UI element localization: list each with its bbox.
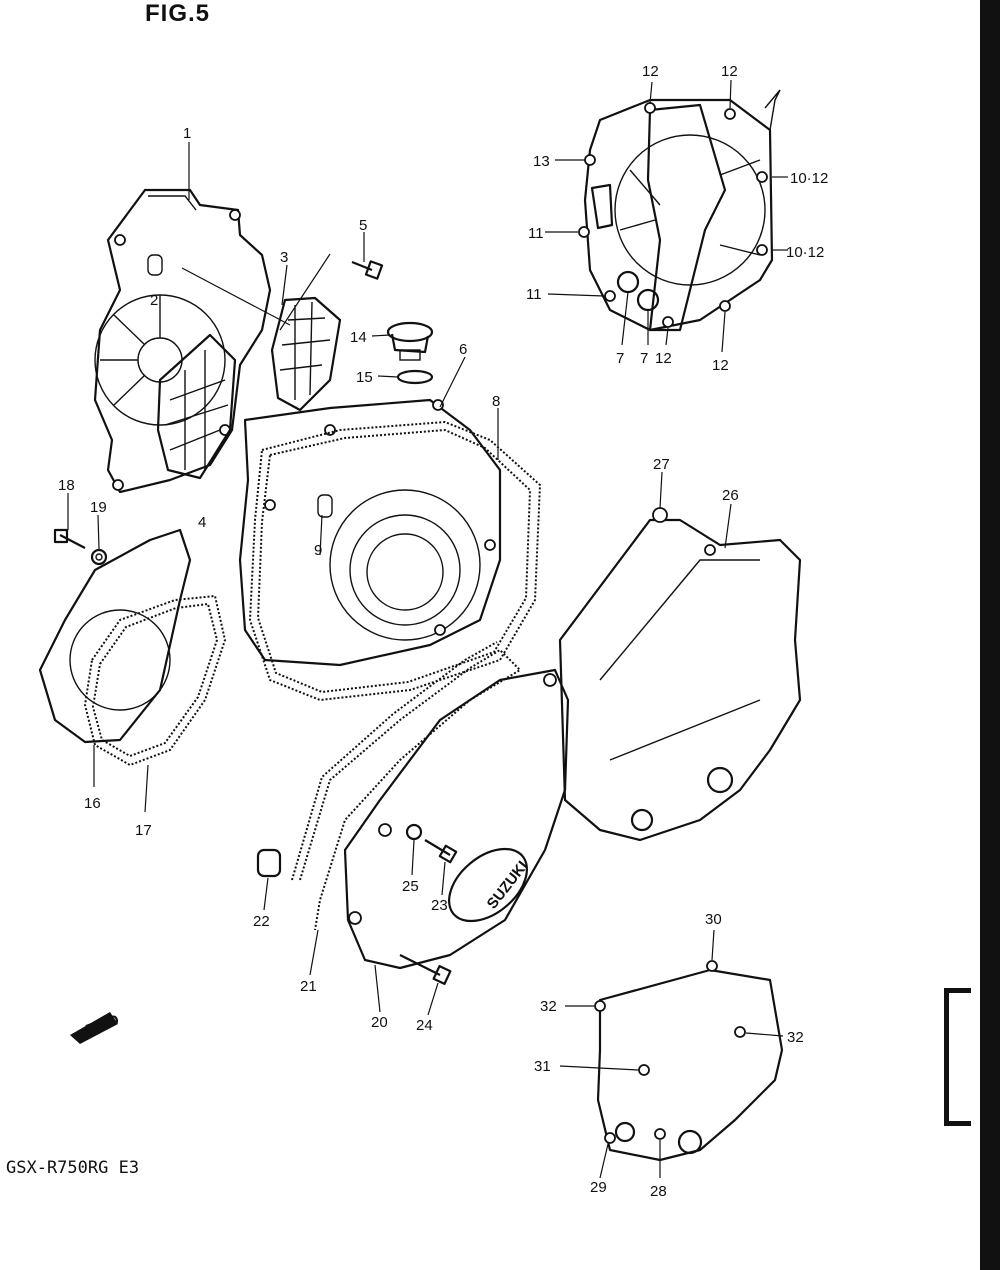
part-8-gasket bbox=[248, 420, 542, 702]
model-code: GSX-R750RG E3 bbox=[6, 1158, 140, 1178]
callout-6: 6 bbox=[459, 341, 467, 358]
callout-10-12-a: 10·12 bbox=[790, 170, 828, 187]
callout-23: 23 bbox=[431, 897, 448, 914]
callout-15: 15 bbox=[356, 369, 373, 386]
callout-12-b: 12 bbox=[721, 63, 738, 80]
part-18-bolt bbox=[53, 528, 86, 549]
callout-29: 29 bbox=[590, 1179, 607, 1196]
callout-24: 24 bbox=[416, 1017, 433, 1034]
part-6-clutch-cover bbox=[238, 398, 502, 667]
callout-5: 5 bbox=[359, 217, 367, 234]
callout-labels: 1 2 3 4 5 6 7 7 8 9 10·12 10·12 11 11 12… bbox=[58, 63, 828, 1200]
lower-guard-plate bbox=[594, 960, 784, 1162]
fwd-arrow: FWD bbox=[70, 1011, 122, 1044]
leader-lines bbox=[67, 79, 788, 1179]
callout-2: 2 bbox=[150, 292, 158, 309]
callout-32-a: 32 bbox=[540, 998, 557, 1015]
part-1-sprocket-cover bbox=[93, 188, 291, 494]
part-15-o-ring bbox=[396, 369, 434, 385]
callout-3: 3 bbox=[280, 249, 288, 266]
part-25-washer bbox=[405, 823, 423, 841]
callout-19: 19 bbox=[90, 499, 107, 516]
callout-16: 16 bbox=[84, 795, 101, 812]
figure-title: FIG.5 bbox=[145, 0, 211, 27]
callout-4: 4 bbox=[198, 514, 206, 531]
callout-32-b: 32 bbox=[787, 1029, 804, 1046]
callout-11-b: 11 bbox=[526, 286, 542, 303]
scan-edge-bar bbox=[980, 0, 1000, 1270]
part-16-cover bbox=[38, 528, 192, 744]
part-24-bolt bbox=[399, 954, 452, 985]
part-7-plug-a bbox=[616, 270, 640, 294]
callout-17: 17 bbox=[135, 822, 152, 839]
callout-7a: 7 bbox=[616, 350, 624, 367]
part-20-generator-cover: SUZUKI bbox=[343, 668, 570, 970]
callout-28: 28 bbox=[650, 1183, 667, 1200]
callout-12-a: 12 bbox=[642, 63, 659, 80]
callout-9: 9 bbox=[314, 542, 322, 559]
part-26-guard bbox=[558, 507, 802, 842]
part-9-dowel bbox=[317, 494, 333, 518]
part-27-dowel bbox=[652, 507, 668, 523]
part-22-dowel bbox=[256, 848, 282, 878]
callout-1: 1 bbox=[183, 125, 191, 142]
svg-text:FWD: FWD bbox=[84, 1011, 122, 1039]
part-2-dowel bbox=[147, 254, 163, 276]
part-21-gasket bbox=[291, 641, 522, 931]
callout-31: 31 bbox=[534, 1058, 551, 1075]
part-14-oil-filler-cap bbox=[386, 321, 434, 361]
part-4-mesh-guard bbox=[156, 333, 237, 480]
part-7-plug-b bbox=[636, 288, 660, 312]
callout-26: 26 bbox=[722, 487, 739, 504]
callout-12-c: 12 bbox=[655, 350, 672, 367]
part-17-gasket bbox=[83, 594, 227, 767]
callout-21: 21 bbox=[300, 978, 317, 995]
callout-11-a: 11 bbox=[528, 225, 544, 242]
callout-27: 27 bbox=[653, 456, 670, 473]
part-5-screw bbox=[351, 260, 384, 280]
part-3-mesh-guard bbox=[270, 253, 342, 412]
part-19-washer bbox=[90, 548, 108, 566]
page-bracket bbox=[944, 988, 971, 1126]
part-23-bolt bbox=[424, 839, 458, 864]
callout-20: 20 bbox=[371, 1014, 388, 1031]
signal-generator-cover bbox=[578, 89, 781, 332]
callout-12-d: 12 bbox=[712, 357, 729, 374]
callout-10-12-b: 10·12 bbox=[786, 244, 824, 261]
callout-18: 18 bbox=[58, 477, 75, 494]
callout-30: 30 bbox=[705, 911, 722, 928]
callout-8: 8 bbox=[492, 393, 500, 410]
callout-7b: 7 bbox=[640, 350, 648, 367]
callout-14: 14 bbox=[350, 329, 367, 346]
callout-25: 25 bbox=[402, 878, 419, 895]
callout-13: 13 bbox=[533, 153, 550, 170]
callout-22: 22 bbox=[253, 913, 270, 930]
